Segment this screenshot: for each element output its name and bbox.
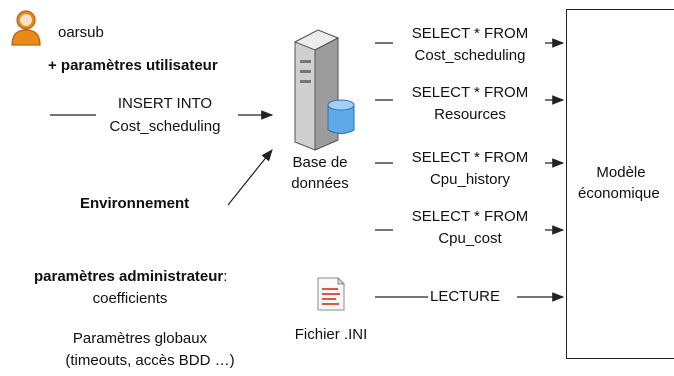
- query-2-line2: Resources: [434, 106, 506, 123]
- database-server-icon: [293, 29, 355, 151]
- model-line2: économique: [578, 185, 660, 202]
- query-2-line1: SELECT * FROM: [411, 84, 529, 101]
- environment-label: Environnement: [80, 195, 190, 212]
- admin-colon: :: [223, 268, 228, 285]
- globals-line2: (timeouts, accès BDD …): [65, 352, 235, 369]
- admin-coefficients: coefficients: [92, 290, 168, 307]
- read-label: LECTURE: [430, 288, 501, 305]
- database-line1: Base de: [292, 154, 348, 171]
- economic-model-box: [566, 9, 674, 359]
- query-3-line2: Cpu_history: [429, 171, 511, 188]
- admin-title: paramètres administrateur: [34, 268, 224, 285]
- globals-line1: Paramètres globaux: [72, 330, 208, 347]
- ini-file-icon: [317, 276, 346, 311]
- query-4-line2: Cpu_cost: [438, 230, 502, 247]
- database-line2: données: [291, 175, 349, 192]
- user-name: oarsub: [58, 24, 104, 41]
- query-4-line1: SELECT * FROM: [411, 208, 529, 225]
- model-line1: Modèle: [596, 164, 646, 181]
- user-params: + paramètres utilisateur: [48, 57, 218, 74]
- query-3-line1: SELECT * FROM: [411, 149, 529, 166]
- admin-params: paramètres administrateur:: [34, 268, 227, 286]
- query-1-line2: Cost_scheduling: [414, 47, 526, 64]
- insert-line2: Cost_scheduling: [109, 118, 221, 135]
- ini-file-label: Fichier .INI: [294, 326, 368, 343]
- user-icon: [11, 10, 41, 46]
- insert-line1: INSERT INTO: [117, 95, 213, 112]
- environment-arrow: [227, 149, 273, 206]
- select-arrows: [375, 38, 565, 235]
- query-1-line1: SELECT * FROM: [411, 25, 529, 42]
